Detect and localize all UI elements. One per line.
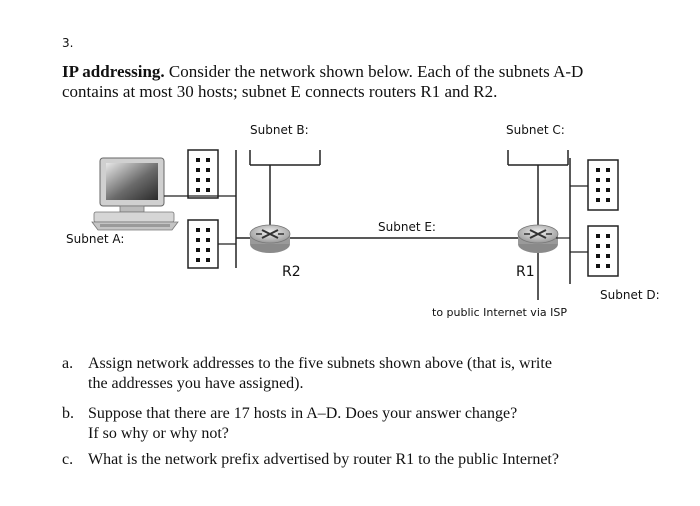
subnet-c-label: Subnet C: xyxy=(506,123,565,137)
subnet-d-label: Subnet D: xyxy=(600,288,660,302)
subnet-e-label: Subnet E: xyxy=(378,220,436,234)
question-b-line2: If so why or why not? xyxy=(88,425,229,442)
question-c: c. What is the network prefix advertised… xyxy=(62,450,642,470)
question-a-line1: Assign network addresses to the five sub… xyxy=(88,355,552,372)
question-b-marker: b. xyxy=(62,405,74,422)
question-a: a. Assign network addresses to the five … xyxy=(62,354,642,394)
router-r1-label: R1 xyxy=(516,264,535,280)
router-r2-icon xyxy=(249,224,291,253)
problem-intro: IP addressing. Consider the network show… xyxy=(62,62,642,102)
server-rack-left-top xyxy=(187,149,219,199)
problem-title: IP addressing. xyxy=(62,62,165,81)
server-rack-left-bottom xyxy=(187,219,219,269)
question-b: b. Suppose that there are 17 hosts in A–… xyxy=(62,404,642,444)
question-b-line1: Suppose that there are 17 hosts in A–D. … xyxy=(88,405,518,422)
subnet-b-label: Subnet B: xyxy=(250,123,309,137)
router-r2-label: R2 xyxy=(282,264,301,280)
subnet-b-bus xyxy=(249,150,321,228)
question-c-line1: What is the network prefix advertised by… xyxy=(88,451,559,468)
problem-number: 3. xyxy=(62,36,74,50)
isp-label: to public Internet via ISP xyxy=(432,306,567,319)
subnet-a-label: Subnet A: xyxy=(66,232,124,246)
subnet-c-bus xyxy=(507,150,569,228)
router-r1-icon xyxy=(517,224,559,253)
server-rack-right-top xyxy=(587,159,619,211)
question-a-line2: the addresses you have assigned). xyxy=(88,375,304,392)
server-rack-right-bottom xyxy=(587,225,619,277)
question-a-marker: a. xyxy=(62,355,74,372)
problem-intro-text: Consider the network shown below. Each o… xyxy=(62,62,584,101)
question-c-marker: c. xyxy=(62,451,74,468)
network-diagram: R2 R1 xyxy=(66,123,660,319)
computer-icon xyxy=(91,157,179,231)
